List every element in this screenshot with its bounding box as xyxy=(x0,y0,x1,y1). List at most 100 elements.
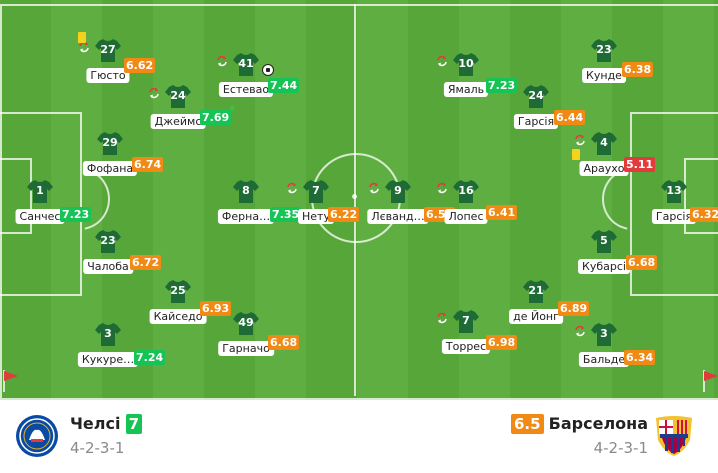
jersey-icon xyxy=(453,51,479,77)
substitution-icon xyxy=(436,179,448,194)
player-name[interactable]: Кукуре… xyxy=(77,352,139,367)
jersey-icon xyxy=(591,130,617,156)
player-number: 1 xyxy=(36,184,44,197)
player-rating: 6.34 xyxy=(624,350,656,365)
player-rating: 7.44 xyxy=(268,78,300,93)
home-formation: 4-2-3-1 xyxy=(70,439,125,457)
player-name[interactable]: Бальде xyxy=(578,352,630,367)
player-name[interactable]: Фофана xyxy=(82,161,138,176)
yellow-card-icon xyxy=(572,149,580,160)
player-number: 21 xyxy=(528,284,544,297)
jersey-icon xyxy=(165,278,191,304)
away-team-name[interactable]: Барселона xyxy=(548,414,648,433)
star-icon: ★ xyxy=(228,104,237,114)
player-number: 3 xyxy=(600,327,608,340)
jersey-icon xyxy=(661,178,687,204)
jersey-icon xyxy=(97,130,123,156)
away-formation: 4-2-3-1 xyxy=(593,439,648,457)
player-number: 49 xyxy=(238,316,254,329)
jersey-icon xyxy=(523,278,549,304)
player-name[interactable]: Кунде xyxy=(582,68,626,83)
player-name[interactable]: Торрес xyxy=(441,339,491,354)
player-number: 3 xyxy=(104,327,112,340)
player-name[interactable]: Чалоба xyxy=(83,259,133,274)
player-name[interactable]: Гарначо xyxy=(218,341,274,356)
player-rating: 6.74 xyxy=(132,157,164,172)
player-name[interactable]: Гарсія xyxy=(651,209,697,224)
substitution-icon xyxy=(216,52,228,67)
player-rating: 6.68 xyxy=(626,255,658,270)
player-name[interactable]: де Йонг xyxy=(509,309,563,324)
player-name[interactable]: Кайседо xyxy=(149,309,207,324)
corner-flag-icon xyxy=(703,370,718,392)
player-name[interactable]: Кубарсі xyxy=(578,259,630,274)
jersey-icon xyxy=(303,178,329,204)
substitution-icon xyxy=(368,179,380,194)
substitution-icon xyxy=(286,179,298,194)
player-number: 16 xyxy=(458,184,474,197)
player-name[interactable]: Нету xyxy=(298,209,334,224)
player-number: 10 xyxy=(458,57,474,70)
player-name[interactable]: Гюсто xyxy=(86,68,130,83)
player-rating: 6.62 xyxy=(124,58,156,73)
jersey-icon xyxy=(591,321,617,347)
player-number: 4 xyxy=(600,136,608,149)
player-name[interactable]: Лєванд… xyxy=(367,209,429,224)
chelsea-crest-icon xyxy=(16,415,58,457)
player-rating: 6.98 xyxy=(486,335,518,350)
player-rating: 6.68 xyxy=(268,335,300,350)
corner-flag-icon xyxy=(3,370,18,392)
player-name[interactable]: Естевао xyxy=(218,82,274,97)
player-name[interactable]: Джеймс xyxy=(150,114,206,129)
player-name[interactable]: Ямаль xyxy=(443,82,489,97)
player-rating: 6.93 xyxy=(200,301,232,316)
jersey-icon xyxy=(95,321,121,347)
player-number: 8 xyxy=(242,184,250,197)
player-number: 9 xyxy=(394,184,402,197)
player-name[interactable]: Санчес xyxy=(15,209,65,224)
player-rating: 7.35 xyxy=(270,207,302,222)
player-rating: 6.72 xyxy=(130,255,162,270)
player-rating: 6.89 xyxy=(558,301,590,316)
teams-footer: Челсі 7 4-2-3-1 6.5 Барселона 4-2-3-1 xyxy=(0,400,718,473)
barcelona-crest-icon xyxy=(656,416,692,456)
away-team-rating: 6.5 xyxy=(510,414,544,434)
player-number: 7 xyxy=(312,184,320,197)
player-name[interactable]: Лопес xyxy=(444,209,488,224)
player-rating: 6.22 xyxy=(328,207,360,222)
player-number: 29 xyxy=(102,136,118,149)
player-name[interactable]: Ферна… xyxy=(217,209,275,224)
player-rating: 7.69 xyxy=(200,110,232,125)
substitution-icon xyxy=(436,309,448,324)
player-rating: 7.23 xyxy=(60,207,92,222)
substitution-icon xyxy=(436,52,448,67)
substitution-icon xyxy=(148,84,160,99)
goal-ball-icon xyxy=(262,64,274,76)
home-team-name[interactable]: Челсі xyxy=(70,414,121,433)
player-name[interactable]: Араухо xyxy=(579,161,629,176)
yellow-card-icon xyxy=(78,32,86,43)
player-number: 25 xyxy=(170,284,186,297)
player-number: 24 xyxy=(170,89,186,102)
jersey-icon xyxy=(523,83,549,109)
player-name[interactable]: Гарсія xyxy=(513,114,559,129)
away-team: 6.5 Барселона 4-2-3-1 xyxy=(510,414,648,457)
player-rating: 6.38 xyxy=(622,62,654,77)
home-team: Челсі 7 4-2-3-1 xyxy=(70,414,142,457)
jersey-icon xyxy=(453,308,479,334)
jersey-icon xyxy=(95,228,121,254)
jersey-icon xyxy=(591,228,617,254)
player-number: 27 xyxy=(100,43,116,56)
jersey-icon xyxy=(165,83,191,109)
player-number: 23 xyxy=(596,43,612,56)
player-number: 23 xyxy=(100,234,116,247)
substitution-icon xyxy=(574,131,586,146)
jersey-icon xyxy=(95,37,121,63)
jersey-icon xyxy=(385,178,411,204)
jersey-icon xyxy=(233,178,259,204)
player-rating: 6.44 xyxy=(554,110,586,125)
jersey-icon xyxy=(453,178,479,204)
player-rating: 7.24 xyxy=(134,350,166,365)
